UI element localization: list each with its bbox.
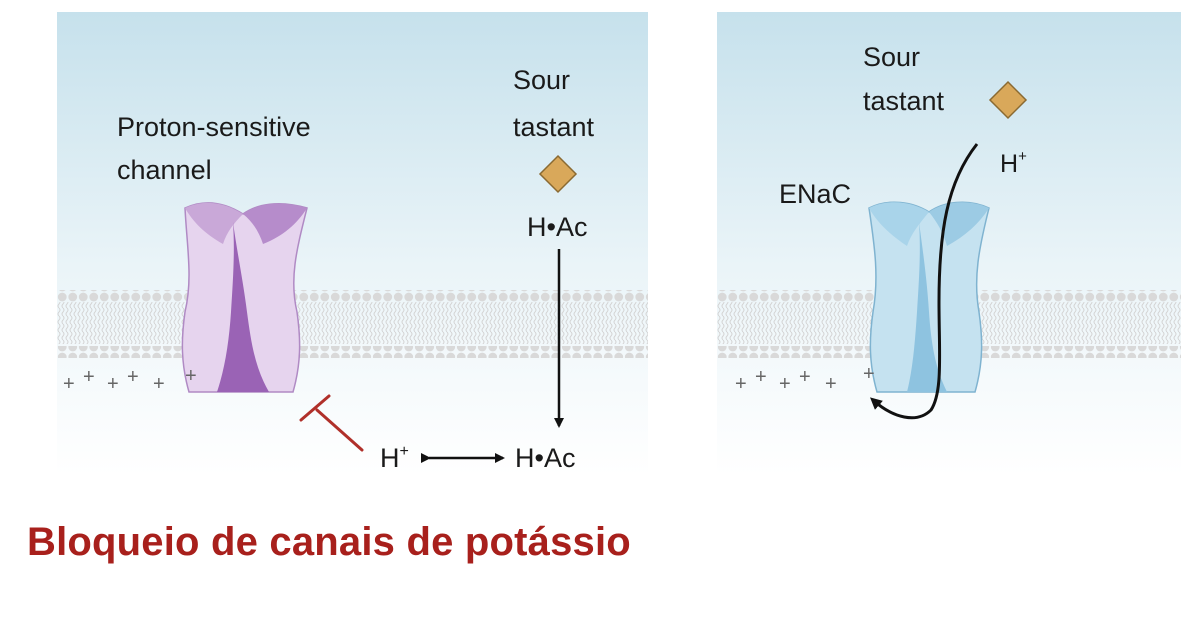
charge-sign: + xyxy=(755,366,767,388)
extracellular-background xyxy=(57,12,648,475)
right-panel-diagram: + + + + + + Sour tastant H+ ENaC xyxy=(717,12,1181,475)
charge-sign: + xyxy=(799,366,811,388)
tastant-label-line2: tastant xyxy=(513,112,595,142)
proton-sensitive-channel xyxy=(181,202,308,393)
left-panel-diagram: + + + + + + Proton-sensitive channel Sou… xyxy=(57,12,648,475)
charge-sign: + xyxy=(127,366,139,388)
sour-tastant-diamond-icon xyxy=(538,154,578,194)
proton-flux-arrow xyxy=(870,143,979,420)
charge-sign: + xyxy=(107,373,119,395)
membrane-charges: + + + + + + xyxy=(735,363,875,395)
charge-sign: + xyxy=(779,373,791,395)
tastant-label-line2: tastant xyxy=(863,86,945,116)
charge-sign: + xyxy=(863,363,875,385)
charge-sign: + xyxy=(63,373,75,395)
charge-sign: + xyxy=(825,373,837,395)
proton-label: H+ xyxy=(1000,148,1027,178)
proton-label: H+ xyxy=(380,443,409,473)
charge-sign: + xyxy=(185,365,197,387)
enac-channel xyxy=(868,201,990,393)
inhibition-mark xyxy=(299,394,364,452)
sour-tastant-diamond-icon xyxy=(988,80,1028,120)
charge-sign: + xyxy=(735,373,747,395)
tastant-label-line1: Sour xyxy=(863,42,920,72)
channel-label-line2: channel xyxy=(117,155,212,185)
page-title: Bloqueio de canais de potássio xyxy=(27,520,631,564)
tastant-label-line1: Sour xyxy=(513,65,570,95)
charge-sign: + xyxy=(83,366,95,388)
left-panel: + + + + + + Proton-sensitive channel Sou… xyxy=(57,12,648,475)
charge-sign: + xyxy=(153,373,165,395)
channel-label-line1: Proton-sensitive xyxy=(117,112,311,142)
hac-bottom-label: H•Ac xyxy=(515,443,575,473)
membrane-charges: + + + + + + xyxy=(63,365,197,395)
enac-label: ENaC xyxy=(779,179,851,209)
hac-top-label: H•Ac xyxy=(527,212,587,242)
right-panel: + + + + + + Sour tastant H+ ENaC xyxy=(717,12,1181,475)
